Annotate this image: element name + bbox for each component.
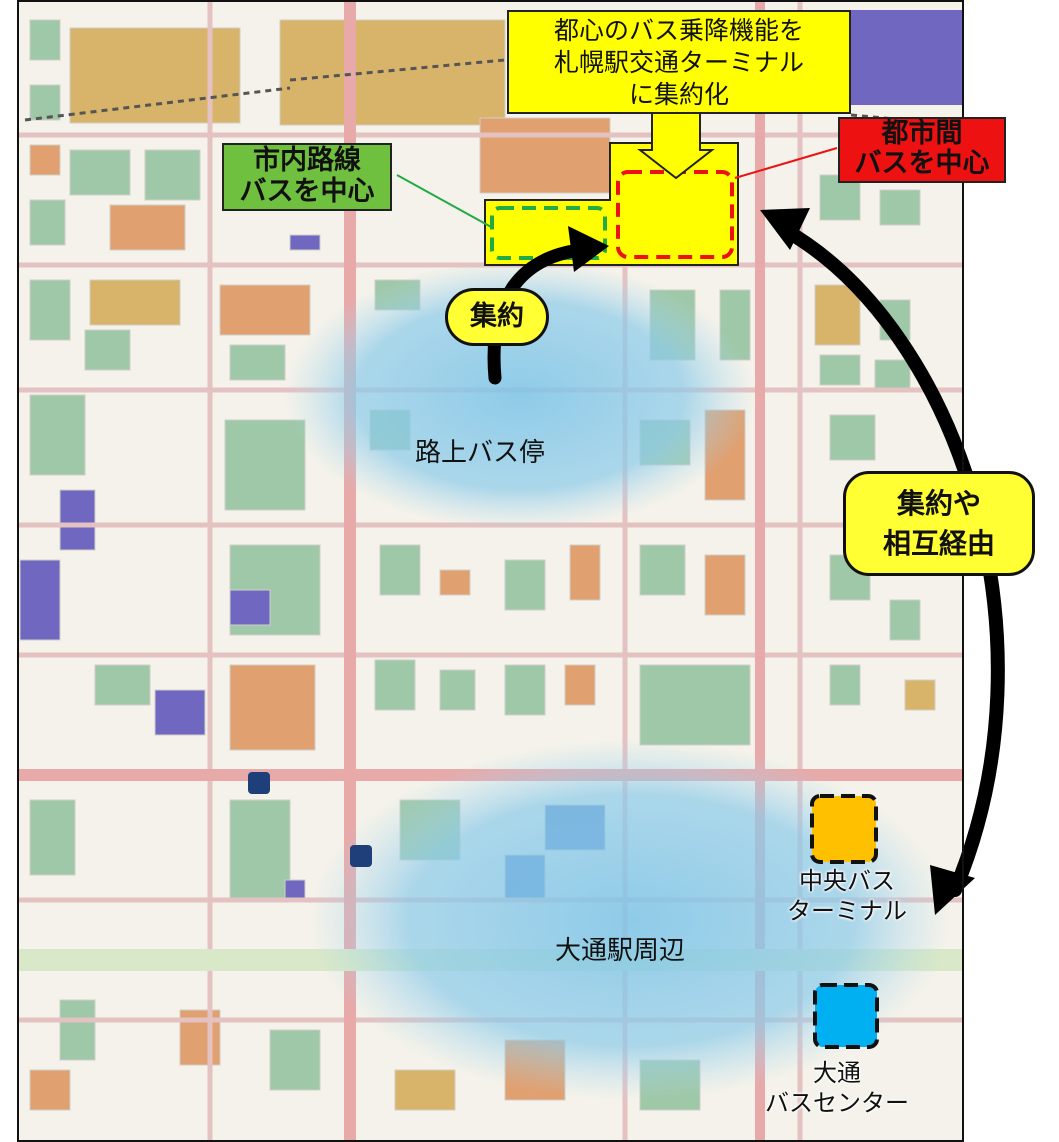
odori-zone bbox=[310, 740, 950, 1100]
consolidate-bubble: 集約 bbox=[445, 288, 549, 346]
roadside-stop-zone bbox=[285, 260, 755, 530]
mutual-bubble-line-2: 相互経由 bbox=[882, 527, 995, 560]
chuo-bus-terminal-label: 中央バス ターミナル bbox=[772, 866, 922, 926]
callout-line-1: 都心のバス乗降機能を bbox=[553, 16, 804, 45]
callout-line-2: 札幌駅交通ターミナル bbox=[553, 48, 804, 77]
consolidate-arrow bbox=[487, 243, 587, 385]
callout-line-3: に集約化 bbox=[628, 80, 729, 109]
route-badge-icon bbox=[350, 845, 372, 867]
odori-bus-center-marker bbox=[813, 983, 879, 1049]
terminal-consolidation-callout: 都心のバス乗降機能を 札幌駅交通ターミナル に集約化 bbox=[507, 10, 851, 114]
odori-area-label: 大通駅周辺 bbox=[555, 936, 686, 966]
intercity-tag-line-1: 都市間 bbox=[881, 118, 963, 149]
mutual-arrow-head-top bbox=[760, 208, 810, 250]
city-route-tag: 市内路線 バスを中心 bbox=[222, 143, 392, 211]
consolidate-arrow-head bbox=[568, 226, 609, 272]
odori-center-line-2: バスセンター bbox=[765, 1089, 909, 1117]
route-badge-icon bbox=[248, 772, 270, 794]
intercity-tag-line-2: バスを中心 bbox=[854, 148, 990, 179]
station-east-building bbox=[851, 10, 963, 105]
callout-pointer bbox=[637, 112, 715, 180]
mutual-bubble-line-1: 集約や bbox=[896, 487, 981, 520]
chuo-terminal-line-1: 中央バス bbox=[799, 867, 895, 895]
chuo-terminal-line-2: ターミナル bbox=[787, 897, 907, 925]
intercity-leader bbox=[734, 147, 838, 179]
city-route-tag-line-1: 市内路線 bbox=[253, 145, 361, 176]
city-route-leader bbox=[396, 174, 494, 229]
city-route-tag-line-2: バスを中心 bbox=[239, 176, 375, 207]
chuo-bus-terminal-marker bbox=[810, 794, 878, 864]
rail-line-west bbox=[24, 86, 291, 122]
rail-line-mid bbox=[289, 58, 506, 82]
intercity-tag: 都市間 バスを中心 bbox=[838, 117, 1006, 183]
roadside-stops-label: 路上バス停 bbox=[415, 438, 546, 468]
odori-center-line-1: 大通 bbox=[813, 1059, 861, 1087]
mutual-transfer-bubble: 集約や 相互経由 bbox=[843, 471, 1035, 576]
odori-bus-center-label: 大通 バスセンター bbox=[752, 1058, 922, 1118]
